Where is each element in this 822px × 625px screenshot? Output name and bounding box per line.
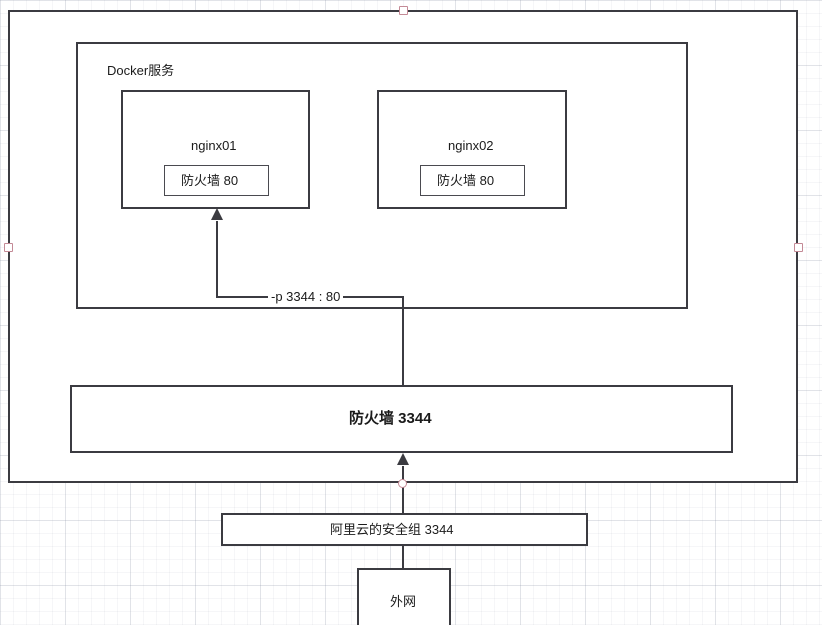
- top-center-handle[interactable]: [399, 6, 408, 15]
- nginx01-firewall-box[interactable]: [164, 165, 269, 196]
- nginx02-firewall-label: 防火墙 80: [437, 173, 495, 188]
- nginx01-label: nginx01: [191, 138, 237, 153]
- nginx02-firewall-box[interactable]: [420, 165, 525, 196]
- external-network-box[interactable]: [357, 568, 451, 625]
- nginx01-firewall-label: 防火墙 80: [181, 173, 239, 188]
- security-group-label: 阿里云的安全组 3344: [330, 522, 454, 537]
- nginx02-label: nginx02: [448, 138, 494, 153]
- external-network-label: 外网: [390, 594, 417, 609]
- security-group-to-firewall-line: [402, 466, 404, 514]
- left-middle-handle[interactable]: [4, 243, 13, 252]
- right-middle-handle[interactable]: [794, 243, 803, 252]
- port-map-label: -p 3344 : 80: [268, 290, 344, 303]
- host-firewall-box[interactable]: [70, 385, 733, 453]
- port-map-vertical-segment-left: [216, 221, 218, 298]
- port-map-arrow-nginx01: [211, 208, 223, 220]
- security-group-box[interactable]: [221, 513, 588, 546]
- host-firewall-label: 防火墙 3344: [349, 410, 432, 427]
- docker-service-label: Docker服务: [107, 63, 175, 78]
- port-map-vertical-segment-right: [402, 296, 404, 385]
- external-to-security-group-line: [402, 545, 404, 569]
- bottom-center-handle[interactable]: [398, 479, 407, 488]
- security-group-to-firewall-arrow: [397, 453, 409, 465]
